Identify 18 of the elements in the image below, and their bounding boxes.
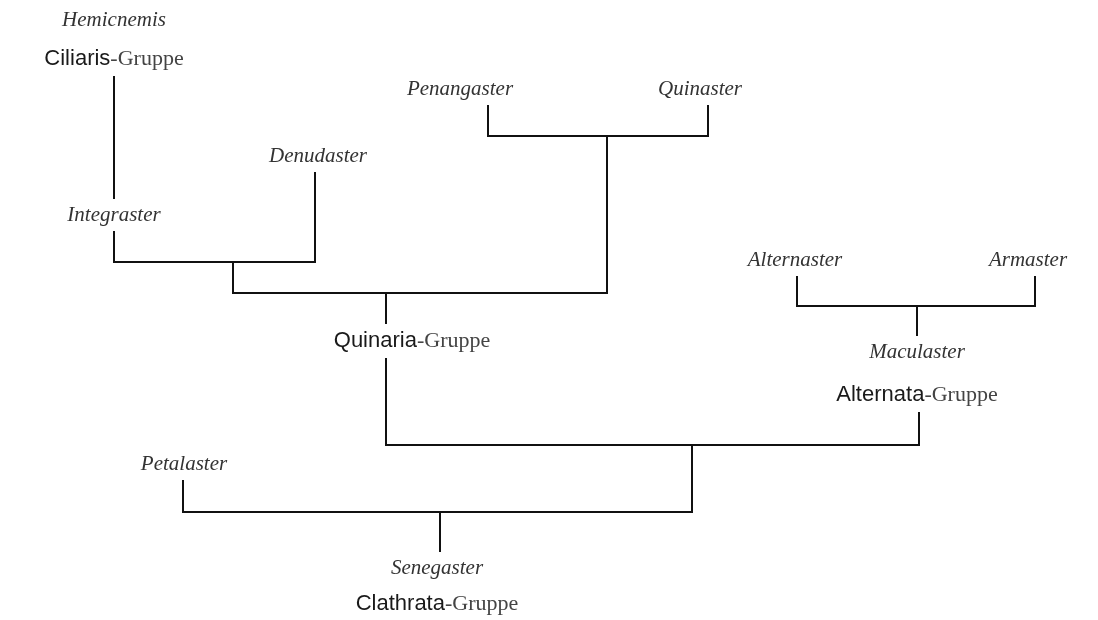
taxon-label: Denudaster [269,142,367,168]
taxon-label: Alternaster [747,246,843,272]
tree-branch-line [916,275,1036,337]
group-label: Ciliaris-Gruppe [44,44,184,72]
taxon-label: Senegaster [390,554,484,580]
taxon-label: Quinaster [658,75,742,101]
taxon-label: Petalaster [140,450,228,476]
tree-branch-line [385,104,709,325]
taxon-label: Hemicnemis [62,6,166,32]
group-label: Alternata-Gruppe [836,380,998,408]
taxon-label: Armaster [988,246,1068,272]
tree-branch-line [113,75,115,200]
group-label: Clathrata-Gruppe [355,589,519,617]
tree-branch-line [182,479,441,553]
taxon-label: Maculaster [869,338,965,364]
group-label: Quinaria-Gruppe [333,326,491,354]
taxon-label: Penangaster [406,75,514,101]
taxon-label: Integraster [67,201,161,227]
